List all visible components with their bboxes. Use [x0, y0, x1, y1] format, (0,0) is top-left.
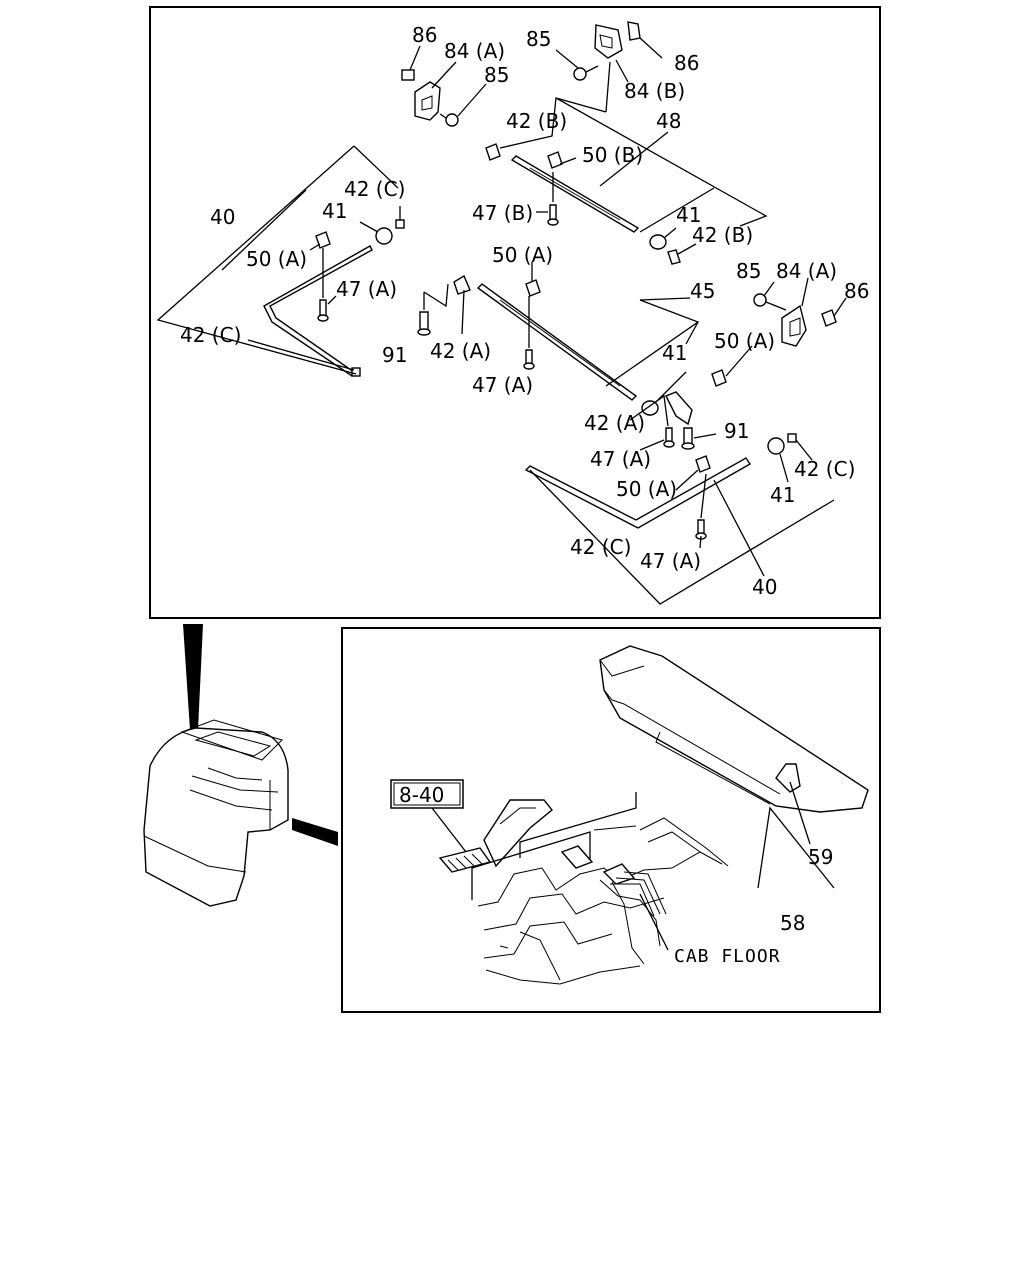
clip-42a-center	[453, 274, 471, 295]
label-86c: 86	[844, 279, 869, 303]
label-85c: 85	[736, 259, 761, 283]
label-41b: 41	[676, 203, 701, 227]
label-cab-floor: CAB FLOOR	[674, 946, 781, 967]
screw-91-right	[681, 427, 695, 450]
label-50b: 50 (B)	[582, 143, 643, 167]
label-42b-a: 42 (B)	[506, 109, 567, 133]
label-47b: 47 (B)	[472, 201, 533, 225]
label-47a-b: 47 (A)	[472, 373, 533, 397]
clip-42b-top	[485, 143, 501, 161]
screw-47a-lower	[663, 427, 675, 448]
label-58: 58	[780, 911, 805, 935]
label-40a: 40	[210, 205, 235, 229]
screw-91-left	[417, 311, 431, 336]
clip-50b	[547, 151, 563, 169]
ref-box-8-40: 8-40	[390, 779, 464, 809]
label-41d: 41	[770, 483, 795, 507]
label-86a: 86	[412, 23, 437, 47]
label-42c-c: 42 (C)	[794, 457, 855, 481]
bracket-84a-right	[781, 304, 807, 347]
screw-85-top-right	[573, 65, 599, 81]
bar-48	[510, 155, 640, 233]
label-45: 45	[690, 279, 715, 303]
label-84a-b: 84 (A)	[776, 259, 837, 283]
leader-lines-bottom	[431, 781, 835, 951]
label-42a-a: 42 (A)	[430, 339, 491, 363]
grommet-41-right	[767, 437, 785, 455]
grommet-41-center	[641, 400, 659, 416]
bottom-panel	[341, 627, 881, 1013]
label-42c-a: 42 (C)	[344, 177, 405, 201]
top-panel	[149, 6, 881, 619]
grommet-41-top-right	[649, 234, 667, 250]
label-47a-d: 47 (A)	[640, 549, 701, 573]
label-47a-a: 47 (A)	[336, 277, 397, 301]
bar-45	[476, 283, 638, 401]
label-50a-a: 50 (A)	[246, 247, 307, 271]
label-59: 59	[808, 845, 833, 869]
bracket-84a-top	[414, 81, 441, 121]
grommet-41-left	[375, 227, 393, 245]
label-42a-b: 42 (A)	[584, 411, 645, 435]
bracket-84b	[594, 24, 623, 59]
headliner-pad	[599, 645, 869, 813]
label-91b: 91	[724, 419, 749, 443]
clip-50a-center	[525, 279, 541, 297]
clip-50a-lower	[695, 455, 711, 473]
bracket-42a-lower	[665, 391, 693, 426]
label-41c: 41	[662, 341, 687, 365]
screw-85-right	[753, 293, 787, 311]
label-85b: 85	[526, 27, 551, 51]
label-91a: 91	[382, 343, 407, 367]
nut-86-top-right	[627, 21, 641, 41]
label-48: 48	[656, 109, 681, 133]
label-84a-a: 84 (A)	[444, 39, 505, 63]
harness-connector	[438, 799, 553, 873]
clip-42c-right-top	[787, 433, 797, 443]
label-84b: 84 (B)	[624, 79, 685, 103]
label-85a: 85	[484, 63, 509, 87]
nut-86-right	[821, 309, 837, 327]
label-42c-b: 42 (C)	[180, 323, 241, 347]
clip-42c-left-end	[351, 367, 361, 377]
clip-50a-right	[711, 369, 727, 387]
label-40b: 40	[752, 575, 777, 599]
label-42b-b: 42 (B)	[692, 223, 753, 247]
label-47a-c: 47 (A)	[590, 447, 651, 471]
label-50a-b: 50 (A)	[492, 243, 553, 267]
ref-box-label: 8-40	[399, 783, 444, 807]
label-86b: 86	[674, 51, 699, 75]
screw-47a-center	[523, 349, 535, 370]
leader-lines-top	[156, 37, 847, 605]
cab-thumbnail	[143, 624, 338, 907]
label-50a-d: 50 (A)	[616, 477, 677, 501]
clip-42b-right	[667, 249, 681, 265]
screw-47a-left	[317, 299, 329, 322]
screw-47b	[547, 204, 559, 226]
label-50a-c: 50 (A)	[714, 329, 775, 353]
label-42c-d: 42 (C)	[570, 535, 631, 559]
nut-86-top-left	[401, 69, 415, 81]
clip-42c-top-left	[395, 219, 405, 229]
rail-40-right	[524, 457, 751, 529]
label-41a: 41	[322, 199, 347, 223]
screw-85-top-left	[439, 113, 459, 127]
